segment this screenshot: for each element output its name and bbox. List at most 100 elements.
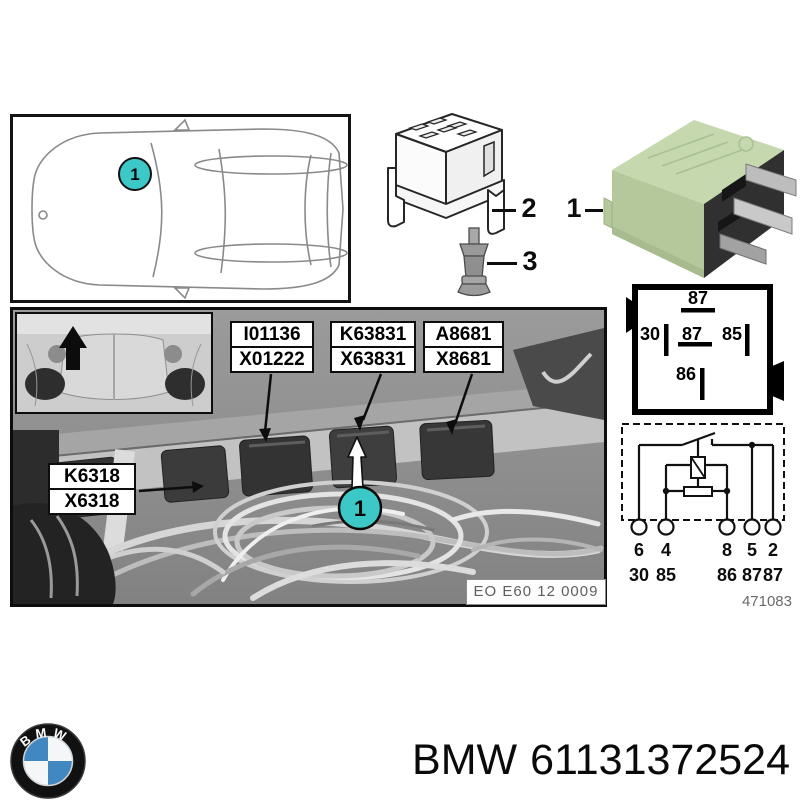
callout-line-socket — [492, 209, 516, 212]
strut-tower-left — [48, 345, 66, 363]
car-marker-number: 1 — [130, 165, 139, 184]
car-location-box: 1 — [10, 114, 351, 303]
trunk-edge — [326, 152, 332, 268]
dark-mass-streaks — [29, 515, 79, 599]
connector-base — [457, 283, 491, 297]
callout-line-relay — [585, 209, 603, 212]
cowl-strip-upper — [13, 382, 604, 460]
inset-cowl — [17, 314, 211, 334]
relay-top-face — [612, 120, 784, 204]
bmw-logo: BMW — [10, 723, 86, 799]
svg-text:8: 8 — [722, 540, 732, 560]
car-outline — [31, 118, 348, 300]
image-code-box: EO E60 12 0009 — [466, 579, 606, 605]
car-callout-marker: 1 — [118, 157, 152, 191]
connector-blade — [468, 227, 480, 245]
schematic-pin-numbers: 6 4 8 5 2 — [634, 540, 778, 560]
svg-text:30: 30 — [629, 565, 649, 585]
relay-mount-tab — [603, 197, 613, 229]
k6318-arrow-line — [138, 485, 194, 493]
junction-dot-1 — [748, 441, 756, 449]
connector-body — [463, 255, 485, 279]
label-line1: K63831 — [339, 324, 407, 345]
relay-left-face — [612, 170, 704, 278]
schematic-wiring — [637, 431, 775, 519]
relay-slot-1 — [722, 174, 746, 202]
pin-diagram: 87 30 87 85 86 — [626, 284, 784, 415]
junction-dot-3 — [723, 487, 731, 495]
relay-top-engraving — [647, 133, 754, 175]
logo-quarters — [22, 735, 74, 787]
photo-callout-marker: 1 — [337, 485, 383, 531]
label-line1: I01136 — [243, 324, 301, 345]
right-dark-panel — [513, 328, 604, 420]
dark-mass-bottom-left — [13, 502, 116, 604]
relay-terminal-1 — [745, 163, 797, 197]
coil-diagonal — [690, 456, 706, 479]
pin-label-left: 30 — [640, 324, 660, 344]
relay-schematic: 6 4 8 5 2 30 85 86 87 87 — [621, 423, 785, 585]
label-line1: A8681 — [435, 324, 492, 345]
svg-text:85: 85 — [656, 565, 676, 585]
component-label-a8681: A8681 X8681 — [423, 321, 504, 373]
schematic-terminal-names: 30 85 86 87 87 — [629, 565, 783, 585]
svg-text:6: 6 — [634, 540, 644, 560]
right-panel-cable — [541, 352, 593, 384]
svg-text:2: 2 — [768, 540, 778, 560]
callout-number-pin: 3 — [522, 246, 538, 276]
switch-blade — [681, 431, 716, 447]
svg-text:87: 87 — [763, 565, 783, 585]
windshield-rear-edge — [218, 148, 227, 274]
connector-collar — [461, 275, 487, 285]
part-number-text: 61131372524 — [530, 736, 790, 784]
inset-up-arrow — [59, 326, 87, 370]
label-line2: X6318 — [50, 488, 134, 513]
pin-bar-right — [745, 324, 750, 356]
label-line2: X8681 — [425, 346, 502, 371]
k6318-arrow-head — [192, 481, 204, 493]
label-pointer-arrows — [138, 373, 474, 493]
socket-clip-left — [387, 167, 405, 228]
cowl-edge-line — [13, 401, 604, 461]
component-label-i01136: I01136 X01222 — [230, 321, 314, 373]
callout-number-socket: 2 — [521, 193, 537, 223]
schematic-boundary — [621, 423, 785, 521]
socket-terminal-slots — [408, 117, 478, 139]
logo-ring-highlight — [10, 723, 86, 799]
rear-window — [304, 154, 312, 266]
relay-socket-drawing — [387, 113, 505, 235]
pin-diagram-tab-left — [626, 297, 635, 333]
photo-marker-number: 1 — [354, 496, 366, 521]
relay-terminal-3 — [719, 233, 767, 265]
strut-tower-right — [164, 345, 182, 363]
pin-label-center: 87 — [682, 324, 702, 344]
pin-bar-bottom — [700, 368, 705, 400]
inset-fender-lines — [26, 343, 202, 407]
engine-inset-art — [17, 314, 211, 407]
svg-text:5: 5 — [747, 540, 757, 560]
car-top-view-drawing: 1 — [31, 118, 348, 300]
inset-pocket-right — [165, 368, 205, 400]
engine-inset — [15, 312, 213, 414]
component-label-k6318: K6318 X6318 — [48, 463, 136, 515]
terminal-circles — [630, 518, 782, 536]
pin-diagram-tab-right — [770, 361, 784, 401]
mirror-left — [173, 118, 191, 131]
socket-side-window — [483, 140, 495, 178]
label-line1: K6318 — [64, 466, 120, 487]
mirror-right — [173, 287, 191, 300]
callout-number-relay: 1 — [566, 193, 582, 223]
pin-label-right: 85 — [722, 324, 742, 344]
pin-label-top: 87 — [688, 288, 708, 308]
svg-text:4: 4 — [661, 540, 671, 560]
callout-line-pin — [487, 262, 517, 265]
windshield-front-edge — [150, 142, 163, 278]
pin-label-bottom: 86 — [676, 364, 696, 384]
side-window-bottom — [194, 243, 348, 263]
svg-text:87: 87 — [742, 565, 762, 585]
pin-bar-left — [664, 324, 669, 356]
relay-photo — [603, 120, 797, 278]
pin-bar-center — [678, 342, 712, 347]
inset-pocket-left — [25, 368, 65, 400]
